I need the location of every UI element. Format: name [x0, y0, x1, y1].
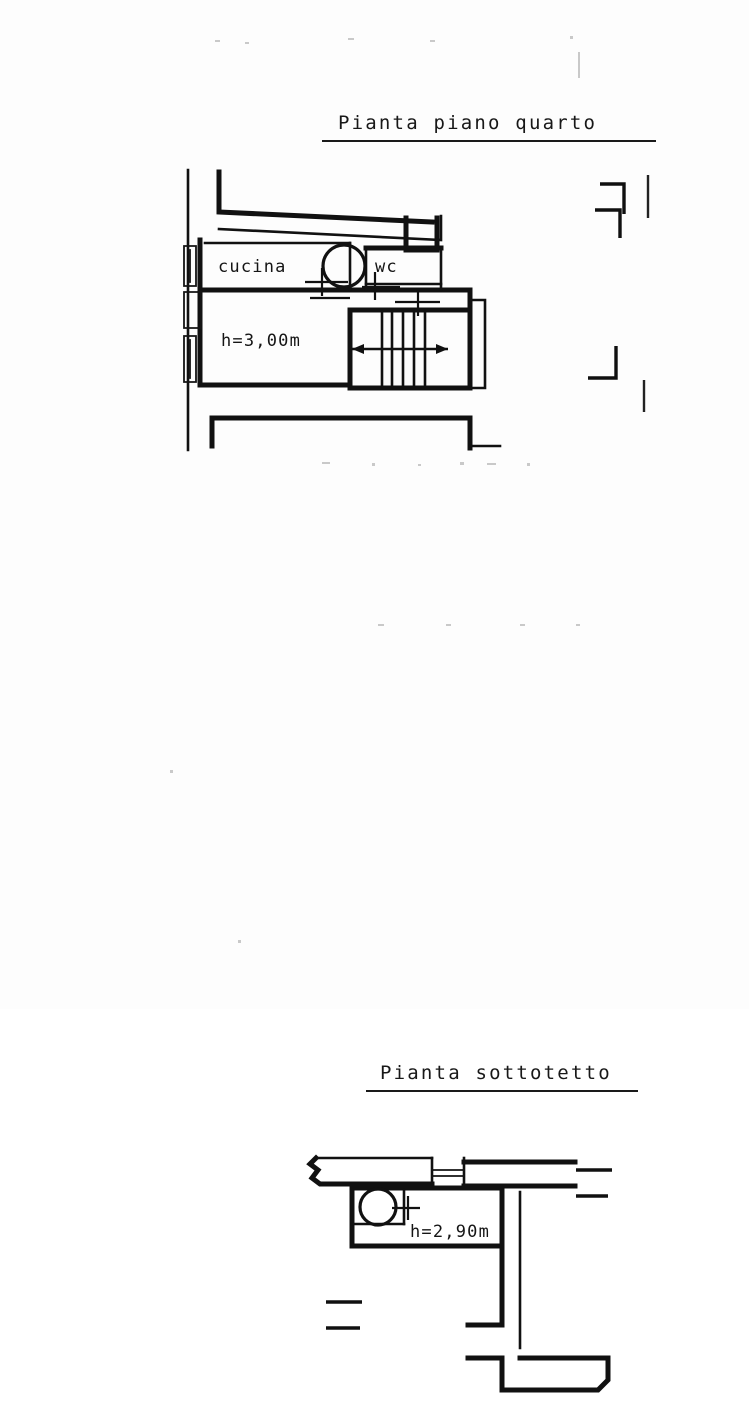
- top-wall-inner-face: [217, 214, 443, 242]
- height-label-piano-quarto: h=3,00m: [221, 331, 301, 351]
- scan-speck: [418, 464, 421, 466]
- scan-speck: [578, 52, 580, 78]
- landing-outer-wall: [468, 298, 487, 390]
- scan-speck: [215, 40, 220, 42]
- title-underline-sottotetto: [366, 1090, 638, 1092]
- scan-speck: [322, 462, 330, 464]
- stair-direction-arrow: [352, 344, 448, 354]
- scan-speck: [372, 463, 375, 466]
- scan-speck: [487, 463, 496, 465]
- plan-title-piano-quarto: Pianta piano quarto: [338, 112, 598, 134]
- neighbour-wall-fragments: [588, 175, 650, 412]
- scan-speck: [170, 770, 173, 773]
- floorplan-drawing-piano-quarto: cucina wc h=3,00m: [0, 150, 749, 470]
- plan-title-sottotetto: Pianta sottotetto: [380, 1062, 612, 1084]
- room-label-wc: wc: [375, 257, 398, 277]
- circular-shaft-icon: [321, 243, 367, 289]
- scan-speck: [520, 624, 525, 626]
- scan-speck: [245, 42, 249, 44]
- floorplan-drawing-sottotetto: h=2,90m: [0, 1100, 749, 1420]
- scan-speck: [576, 624, 580, 626]
- scan-speck: [446, 624, 451, 626]
- plan-piano-quarto: Pianta piano quarto: [0, 0, 749, 500]
- courtyard-outline: [209, 415, 473, 451]
- plan-sottotetto: Pianta sottotetto: [0, 500, 749, 1393]
- top-stepped-wall: [216, 169, 435, 225]
- window-openings-left: [183, 245, 202, 383]
- scan-speck: [430, 40, 435, 42]
- scan-speck: [378, 624, 384, 626]
- scan-speck: [348, 38, 354, 40]
- height-label-sottotetto: h=2,90m: [410, 1222, 490, 1242]
- scan-speck: [527, 463, 530, 466]
- scan-speck: [238, 940, 241, 943]
- scan-speck: [460, 462, 464, 465]
- scan-speck: [570, 36, 573, 39]
- room-label-cucina: cucina: [218, 257, 287, 277]
- title-underline-piano-quarto: [322, 140, 656, 142]
